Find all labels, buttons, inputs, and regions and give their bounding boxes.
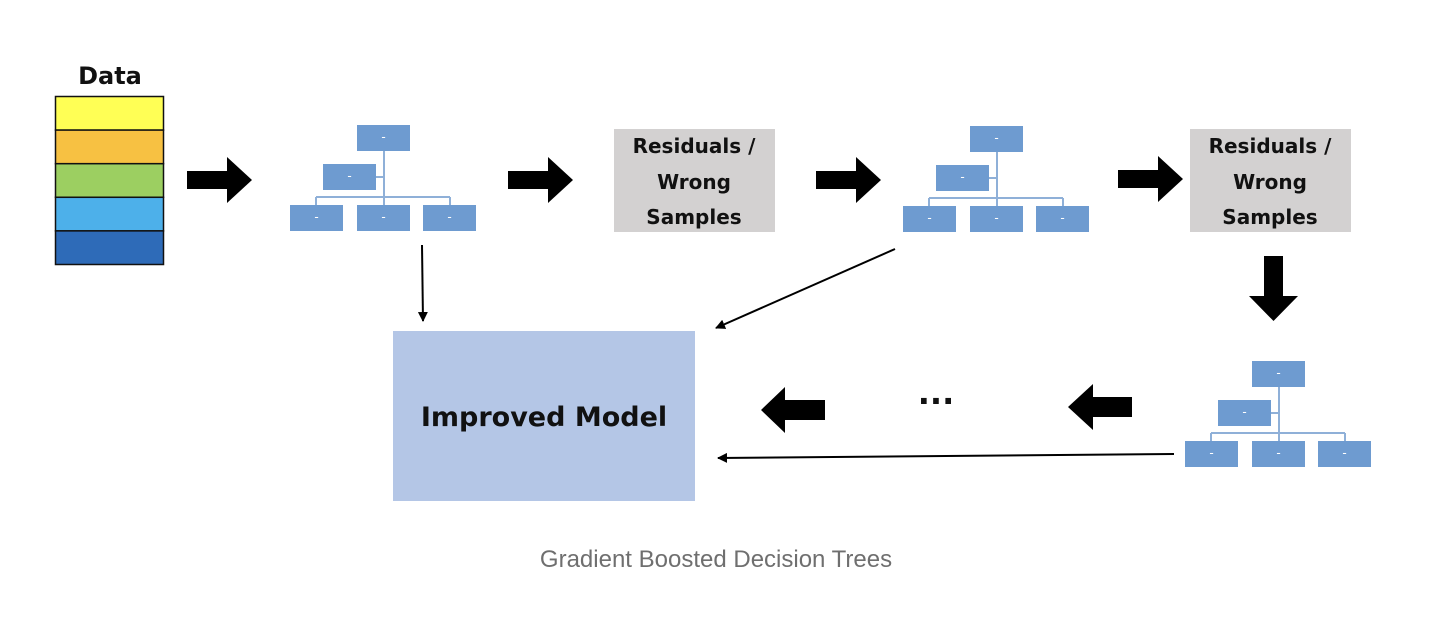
tree-node-label: - bbox=[1276, 365, 1280, 380]
tree-node-label: - bbox=[314, 209, 318, 224]
tree-node-label: - bbox=[1209, 445, 1213, 460]
arrow-right-3 bbox=[816, 157, 881, 203]
thin-arrow-tree2-to-model bbox=[715, 248, 896, 329]
data-label: Data bbox=[78, 62, 142, 90]
residuals-box-1: Residuals / Wrong Samples bbox=[614, 129, 775, 232]
thin-arrow-tree3-to-model bbox=[717, 452, 1175, 463]
tree-node-label: - bbox=[1242, 404, 1246, 419]
data-stack-row bbox=[54, 230, 165, 266]
residuals-line-1: Residuals / bbox=[1209, 134, 1332, 158]
tree-leaf-node bbox=[1252, 441, 1305, 467]
tree-node-label: - bbox=[447, 209, 451, 224]
tree-node-label: - bbox=[994, 130, 998, 145]
tree-node-label: - bbox=[347, 168, 351, 183]
tree-leaf-node bbox=[1185, 441, 1238, 467]
tree-node-label: - bbox=[994, 210, 998, 225]
tree-leaf-node bbox=[290, 205, 343, 231]
tree-root-node bbox=[357, 125, 410, 151]
arrow-right-4 bbox=[1118, 156, 1183, 202]
residuals-line-2: Wrong bbox=[657, 170, 731, 194]
residuals-line-3: Samples bbox=[1222, 205, 1317, 229]
tree-mid-node bbox=[1218, 400, 1271, 426]
tree-root-node bbox=[1252, 361, 1305, 387]
arrow-down bbox=[1249, 256, 1298, 321]
tree-root-node bbox=[970, 126, 1023, 152]
arrow-left-1 bbox=[761, 387, 825, 433]
tree-leaf-node bbox=[903, 206, 956, 232]
residuals-line-2: Wrong bbox=[1233, 170, 1307, 194]
improved-model-label: Improved Model bbox=[421, 402, 667, 433]
tree-leaf-node bbox=[1036, 206, 1089, 232]
arrow-right-2 bbox=[508, 157, 573, 203]
data-stack-row bbox=[54, 162, 165, 199]
data-stack-row bbox=[54, 196, 165, 232]
tree-node-label: - bbox=[1342, 445, 1346, 460]
decision-tree-2: - - - - - bbox=[903, 126, 1089, 232]
figure-caption: Gradient Boosted Decision Trees bbox=[539, 546, 893, 573]
tree-leaf-node bbox=[423, 205, 476, 231]
thin-arrow-tree1-to-model bbox=[417, 244, 428, 322]
tree-leaf-node bbox=[970, 206, 1023, 232]
tree-node-label: - bbox=[927, 210, 931, 225]
decision-tree-3: - - - - - bbox=[1185, 361, 1371, 467]
tree-node-label: - bbox=[1276, 445, 1280, 460]
arrow-left-2 bbox=[1068, 384, 1132, 430]
tree-mid-node bbox=[936, 165, 989, 191]
data-stack-row bbox=[54, 95, 165, 131]
residuals-box-2: Residuals / Wrong Samples bbox=[1190, 129, 1351, 232]
tree-node-label: - bbox=[381, 129, 385, 144]
improved-model-box: Improved Model bbox=[393, 331, 695, 501]
data-stack bbox=[54, 95, 165, 266]
residuals-line-1: Residuals / bbox=[633, 134, 756, 158]
data-stack-row bbox=[54, 129, 165, 165]
ellipsis-text: ... bbox=[918, 374, 954, 412]
tree-node-label: - bbox=[1060, 210, 1064, 225]
tree-node-label: - bbox=[960, 169, 964, 184]
tree-leaf-node bbox=[1318, 441, 1371, 467]
residuals-line-3: Samples bbox=[646, 205, 741, 229]
arrow-right-1 bbox=[187, 157, 252, 203]
tree-node-label: - bbox=[381, 209, 385, 224]
tree-mid-node bbox=[323, 164, 376, 190]
decision-tree-1: - - - - - bbox=[290, 125, 476, 231]
tree-leaf-node bbox=[357, 205, 410, 231]
